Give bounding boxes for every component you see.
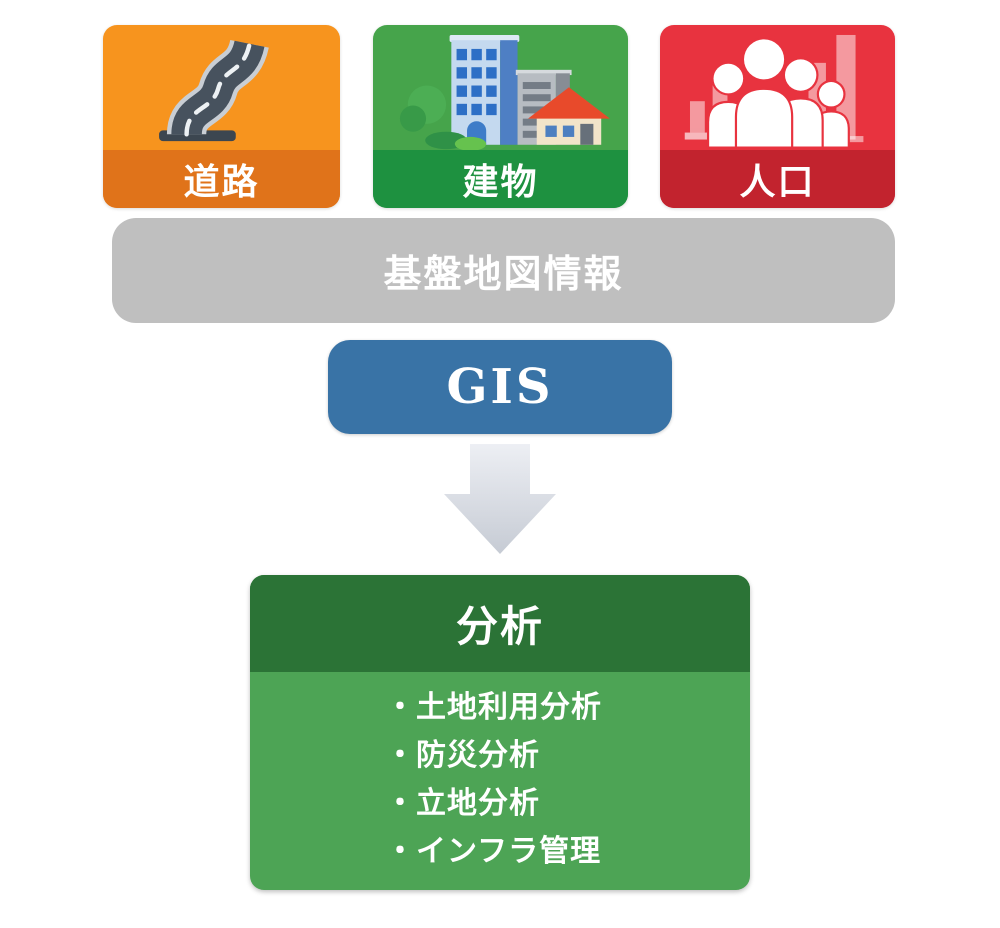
analysis-item: ・防災分析 (385, 738, 540, 773)
road-icon-area (103, 25, 340, 150)
analysis-box-header: 分析 (250, 575, 750, 672)
analysis-item: ・土地利用分析 (385, 690, 602, 725)
gis-box-label: GIS (446, 359, 554, 415)
card-buildings-label: 建物 (462, 162, 539, 203)
card-population-band: 人口 (660, 150, 895, 208)
buildings-icon-area (373, 25, 628, 150)
gis-box: GIS (328, 340, 672, 434)
analysis-item: ・インフラ管理 (385, 834, 602, 869)
population-icon-area (660, 25, 895, 150)
population-icon (684, 34, 863, 149)
card-population-label: 人口 (739, 162, 816, 203)
card-roads-label: 道路 (183, 162, 260, 203)
card-roads-band: 道路 (103, 150, 340, 208)
base-map-bar: 基盤地図情報 (112, 218, 895, 323)
card-buildings: 建物 (373, 25, 628, 208)
base-map-bar-label: 基盤地図情報 (383, 252, 624, 296)
down-arrow-icon (444, 444, 556, 554)
buildings-icon (399, 34, 610, 150)
card-roads: 道路 (103, 25, 340, 208)
analysis-box: 分析 ・土地利用分析 ・防災分析 ・立地分析 ・インフラ管理 (250, 575, 750, 890)
analysis-item: ・立地分析 (385, 786, 540, 821)
analysis-title: 分析 (455, 602, 544, 651)
card-population: 人口 (660, 25, 895, 208)
analysis-item-list: ・土地利用分析 ・防災分析 ・立地分析 ・インフラ管理 (250, 672, 750, 890)
card-buildings-band: 建物 (373, 150, 628, 208)
road-icon (158, 38, 269, 142)
